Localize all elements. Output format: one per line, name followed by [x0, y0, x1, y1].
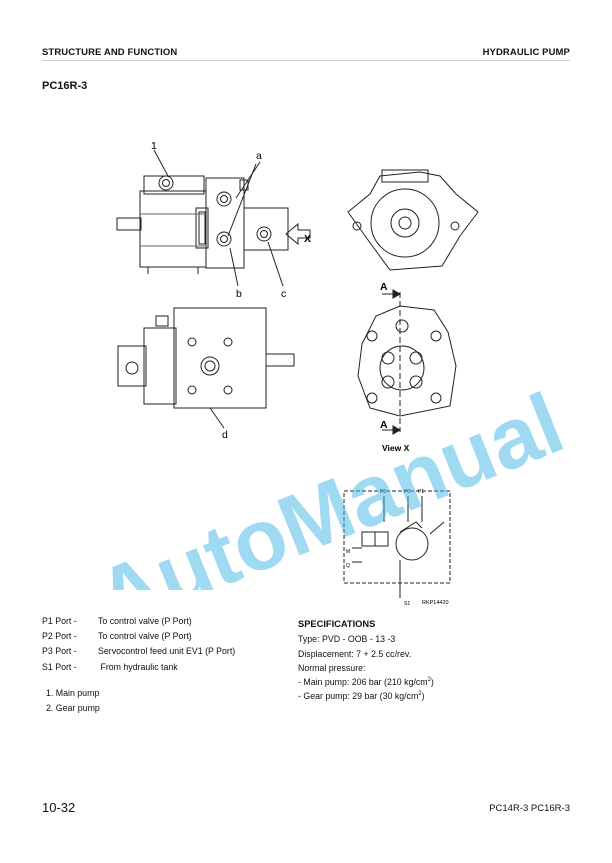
- part-item: 1. Main pump: [46, 688, 100, 698]
- spec-gear-pump-close: ): [421, 691, 425, 702]
- pump-front-view-top: [347, 169, 479, 271]
- specifications-title: SPECIFICATIONS: [298, 619, 376, 629]
- superscript: 2: [418, 691, 422, 698]
- port-row: S1 Port - From hydraulic tank: [42, 660, 235, 675]
- schematic-label-p1: P1: [418, 489, 424, 495]
- spec-type: Type: PVD - OOB - 13 -3: [298, 634, 396, 645]
- spec-displacement: Displacement: 7 + 2.5 cc/rev.: [298, 648, 412, 659]
- port-description: To control valve (P Port): [98, 631, 192, 642]
- callout-b: b: [236, 288, 242, 300]
- port-label: S1 Port -: [42, 661, 77, 672]
- section-title: STRUCTURE AND FUNCTION: [42, 47, 178, 58]
- schematic-label-p2: P2: [380, 489, 386, 495]
- port-list: P1 Port - To control valve (P Port) P2 Po…: [42, 614, 235, 675]
- port-description: To control valve (P Port): [98, 616, 192, 626]
- schematic-label-m: M: [346, 549, 350, 555]
- superscript: 2: [427, 677, 431, 684]
- pump-view-x: [357, 289, 457, 435]
- leader-d: [209, 407, 225, 429]
- pump-drawing: 1 a b c d X A A View X P2 P3 P1 S1 M Q R…: [116, 140, 479, 607]
- model-title: PC16R-3: [42, 80, 88, 92]
- pump-figure: 1 a b c d X A A View X P2 P3 P1 S1 M Q R…: [100, 136, 580, 611]
- port-row: P1 Port - To control valve (P Port): [42, 614, 235, 629]
- leader-a: [235, 161, 261, 199]
- callout-x: X: [304, 233, 311, 245]
- spec-main-pump-text: - Main pump: 206 bar (210 kg/cm: [298, 677, 428, 688]
- pump-side-view-top: [116, 175, 289, 274]
- schematic-label-q: Q: [346, 563, 350, 569]
- spec-gear-pump-text: - Gear pump: 29 bar (30 kg/cm: [298, 691, 419, 702]
- leader-1: [153, 149, 169, 177]
- view-x-arrow: [285, 222, 311, 246]
- port-row: P2 Port - To control valve (P Port): [42, 629, 235, 644]
- part-item: 2. Gear pump: [46, 703, 100, 714]
- port-label: P1 Port -: [42, 616, 77, 626]
- spec-gear-pump: - Gear pump: 29 bar (30 kg/cm2): [298, 689, 434, 703]
- footer-models: PC14R-3 PC16R-3: [489, 803, 570, 814]
- callout-c: c: [281, 288, 286, 300]
- section-a-top: A: [380, 281, 388, 293]
- port-label: P2 Port -: [42, 631, 77, 642]
- spec-main-pump-close: ): [430, 677, 434, 688]
- header-divider: [42, 60, 570, 61]
- port-row: P3 Port - Servocontrol feed unit EV1 (P P…: [42, 644, 235, 659]
- page-number: 10-32: [42, 800, 76, 815]
- port-label: P3 Port -: [42, 646, 77, 657]
- port-description: From hydraulic tank: [98, 661, 178, 672]
- figure-reference-code: RKP14420: [422, 600, 449, 606]
- view-x-caption: View X: [382, 443, 410, 453]
- specifications: SPECIFICATIONS Type: PVD - OOB - 13 -3 D…: [298, 617, 434, 704]
- spec-main-pump: - Main pump: 206 bar (210 kg/cm2): [298, 675, 434, 689]
- spec-pressure-label: Normal pressure:: [298, 662, 366, 673]
- callout-d: d: [222, 429, 228, 441]
- parts-list: 1. Main pump 2. Gear pump: [42, 686, 100, 716]
- section-a-bottom: A: [380, 419, 388, 431]
- port-description: Servocontrol feed unit EV1 (P Port): [98, 646, 236, 657]
- callout-a: a: [256, 150, 262, 162]
- schematic-label-p3: P3: [404, 489, 410, 495]
- hydraulic-schematic: [343, 490, 451, 598]
- callout-1: 1: [151, 140, 157, 152]
- pump-side-view-bottom: [117, 307, 295, 429]
- leader-b: [229, 247, 239, 287]
- schematic-label-s1: S1: [404, 601, 410, 607]
- chapter-title: HYDRAULIC PUMP: [482, 47, 570, 58]
- leader-c: [267, 241, 284, 287]
